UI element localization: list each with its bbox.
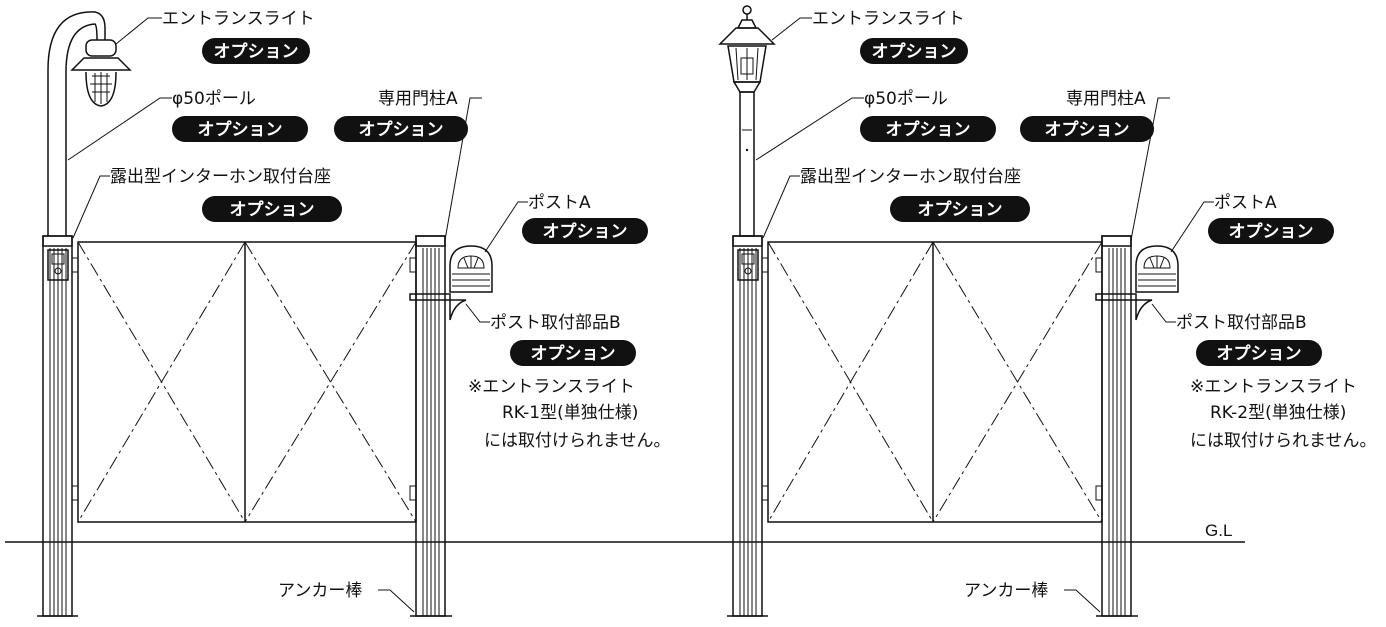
pole-left (47, 11, 106, 236)
badge-intercom: オプション (202, 196, 342, 222)
note-line-3: には取付けられません。 (1190, 431, 1377, 451)
left-post-left (37, 235, 79, 617)
svg-text:オプション: オプション (531, 343, 616, 364)
badge-mailbox-parts: オプション (510, 340, 636, 366)
mailbox-left (409, 245, 493, 321)
badge-mailbox: オプション (1208, 218, 1334, 244)
svg-text:オプション: オプション (1045, 119, 1130, 140)
leaders-right (755, 17, 1214, 613)
svg-text:オプション: オプション (359, 119, 444, 140)
label-entrance-light: エントランスライト (812, 9, 965, 29)
label-anchor: アンカー棒 (964, 581, 1048, 601)
note-line-1: ※エントランスライト (1190, 377, 1357, 397)
right-post-left (410, 235, 452, 617)
badge-mailbox-parts: オプション (1196, 340, 1322, 366)
badge-mailbox: オプション (522, 218, 648, 244)
label-entrance-light: エントランスライト (162, 9, 315, 29)
svg-text:オプション: オプション (214, 41, 299, 62)
leaders-left (67, 17, 528, 613)
note-line-2: RK-2型(単独仕様) (1210, 403, 1346, 423)
badge-intercom: オプション (890, 196, 1030, 222)
badge-pole: オプション (172, 116, 308, 142)
label-mailbox-parts: ポスト取付部品B (490, 313, 621, 333)
right-post-right (1096, 235, 1138, 617)
label-pole: φ50ポール (172, 89, 256, 109)
label-post-a: 専用門柱A (1066, 89, 1146, 109)
badge-entrance-light: オプション (860, 38, 968, 64)
svg-text:オプション: オプション (543, 221, 628, 242)
svg-text:オプション: オプション (198, 119, 283, 140)
gate-right: エントランスライト オプション φ50ポール オプション 専用門柱A オプション… (718, 5, 1377, 617)
label-anchor: アンカー棒 (278, 581, 362, 601)
badge-post-a: オプション (334, 116, 468, 142)
pole-right (739, 91, 755, 237)
svg-text:オプション: オプション (886, 119, 971, 140)
label-intercom-base: 露出型インターホン取付台座 (110, 167, 331, 187)
label-mailbox: ポストA (1214, 193, 1277, 213)
label-mailbox: ポストA (528, 193, 591, 213)
svg-text:オプション: オプション (1217, 343, 1302, 364)
svg-text:オプション: オプション (918, 199, 1003, 220)
note-line-3: には取付けられません。 (484, 431, 671, 451)
svg-text:オプション: オプション (1229, 221, 1314, 242)
badge-post-a: オプション (1020, 116, 1154, 142)
mailbox-right (1095, 245, 1179, 321)
note-line-1: ※エントランスライト (468, 377, 635, 397)
gate-left: エントランスライト オプション φ50ポール オプション 専用門柱A オプション… (37, 9, 671, 617)
intercom-unit-left (47, 249, 69, 281)
gate-doors-right (761, 241, 1103, 523)
gate-doors-left (71, 241, 417, 523)
label-mailbox-parts: ポスト取付部品B (1176, 313, 1307, 333)
svg-text:オプション: オプション (872, 41, 957, 62)
ground-label: G.L (1205, 521, 1232, 540)
note-line-2: RK-1型(単独仕様) (502, 403, 638, 423)
intercom-unit-right (737, 249, 759, 281)
badge-pole: オプション (860, 116, 996, 142)
badge-entrance-light: オプション (202, 38, 310, 64)
label-pole: φ50ポール (864, 89, 948, 109)
entrance-light-right (718, 5, 776, 93)
left-post-right (727, 235, 769, 617)
entrance-light-left (70, 39, 132, 107)
label-intercom-base: 露出型インターホン取付台座 (800, 167, 1021, 187)
label-post-a: 専用門柱A (378, 89, 458, 109)
svg-text:オプション: オプション (230, 199, 315, 220)
